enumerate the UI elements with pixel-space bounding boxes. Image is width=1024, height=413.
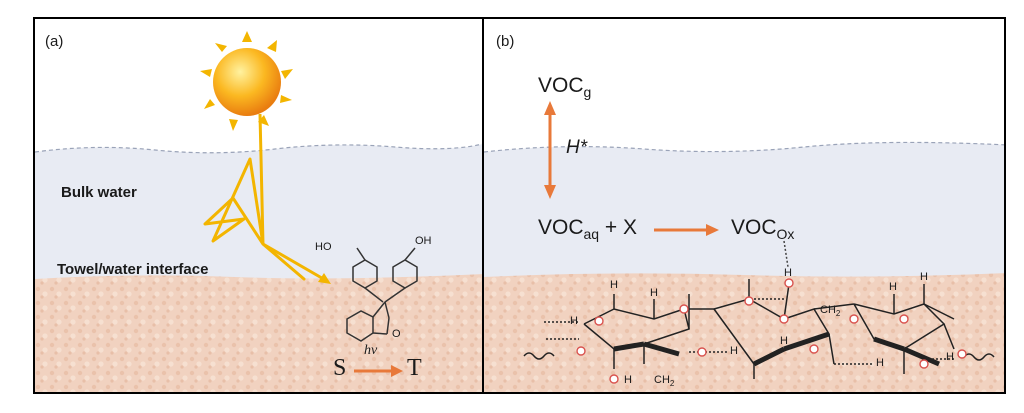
- ring-h-label: H: [650, 287, 658, 299]
- voc-gas-main: VOC: [538, 74, 584, 97]
- light-ray-path: [203, 113, 306, 281]
- voc-aq-label: VOCaq + X: [538, 216, 637, 242]
- voc-aq-sub: aq: [583, 226, 600, 242]
- panel-a: (a) Bulk water Towel/water interface HO …: [33, 17, 484, 394]
- triplet-state-label: T: [407, 355, 422, 381]
- voc-aq-suffix: + X: [599, 216, 638, 239]
- ch2-label-top: CH2: [820, 304, 840, 318]
- water-surface-line: [484, 141, 1004, 153]
- henry-constant-label: H*: [566, 137, 588, 158]
- ring-h-label: H: [920, 271, 928, 283]
- panel-a-label: (a): [45, 33, 64, 50]
- sun-icon: [200, 31, 293, 131]
- ring-h-label: H: [730, 345, 738, 357]
- panel-b: (b) VOCg H* VOCaq + X VOCOx H CH2 CH2 H …: [482, 17, 1006, 394]
- reaction-arrow: [654, 224, 719, 236]
- cellulose-chain: [523, 279, 995, 379]
- hbond-h-label: H: [784, 267, 792, 279]
- hydroxyl-right-label: OH: [415, 235, 432, 247]
- voc-ox-label: VOCOx: [731, 216, 794, 242]
- ring-h-label: H: [780, 335, 788, 347]
- ch2-main: CH: [654, 374, 670, 386]
- ch2-main: CH: [820, 304, 836, 316]
- henry-partition-arrow: [544, 101, 556, 199]
- hv-label: hv: [364, 343, 378, 358]
- bulk-water-label: Bulk water: [61, 184, 137, 201]
- ring-h-label: H: [889, 281, 897, 293]
- hydroxyl-left-label: HO: [315, 241, 332, 253]
- ch2-sub: 2: [669, 379, 675, 389]
- ring-h-label: H: [876, 357, 884, 369]
- light-ray-arrow: [262, 242, 328, 283]
- singlet-state-label: S: [333, 355, 347, 381]
- voc-gas-label: VOCg: [538, 74, 591, 100]
- voc-aq-main: VOC: [538, 216, 584, 239]
- panel-b-label: (b): [496, 33, 515, 50]
- ring-h-label: H: [570, 315, 578, 327]
- voc-gas-sub: g: [583, 84, 592, 100]
- light-ray-arrowhead: [318, 273, 331, 284]
- water-surface-line: [35, 143, 482, 154]
- panel-b-scene: [484, 101, 1004, 392]
- voc-ox-main: VOC: [731, 216, 777, 239]
- phenolphthalein-molecule: [346, 247, 418, 342]
- voc-ox-sub: Ox: [776, 226, 795, 242]
- towel-region: [35, 274, 482, 392]
- voc-hbond: [783, 240, 789, 268]
- ring-h-label: H: [624, 374, 632, 386]
- ring-h-label: H: [610, 279, 618, 291]
- towel-water-interface-label: Towel/water interface: [57, 261, 209, 278]
- panel-a-scene: [35, 31, 482, 392]
- cellulose-oxygens: [576, 278, 967, 384]
- carbonyl-oxygen-label: O: [392, 328, 401, 340]
- ch2-label-bottom: CH2: [654, 374, 674, 388]
- ring-h-label: H: [946, 351, 954, 363]
- ch2-sub: 2: [835, 309, 841, 319]
